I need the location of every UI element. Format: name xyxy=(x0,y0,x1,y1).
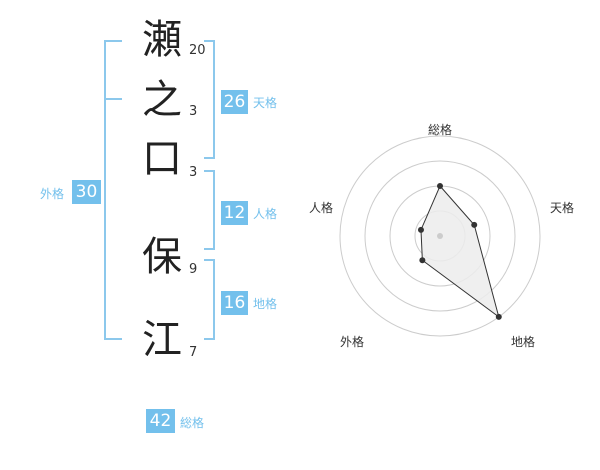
tenkaku-bracket xyxy=(204,40,215,159)
soukaku-label: 総格 xyxy=(180,416,205,430)
radar-ring xyxy=(339,135,541,337)
radar-point-2 xyxy=(471,221,478,228)
radar-axis-label-chikaku: 地格 xyxy=(511,335,536,349)
stroke-count-3: 3 xyxy=(189,165,198,180)
chikaku-bracket xyxy=(204,259,215,340)
radar-point-3 xyxy=(495,313,502,320)
jinkaku-bracket xyxy=(204,170,215,250)
soukaku-score: 42 xyxy=(146,409,175,433)
stroke-count-4: 9 xyxy=(189,262,198,277)
jinkaku-label: 人格 xyxy=(253,207,278,221)
name-char-2: 之 xyxy=(142,77,182,123)
outer-bracket xyxy=(104,40,122,340)
radar-axis-label-gaikaku: 外格 xyxy=(340,335,365,349)
tenkaku-label: 天格 xyxy=(253,96,278,110)
tenkaku-score: 26 xyxy=(221,90,248,114)
radar-point-4 xyxy=(419,257,426,264)
radar-center-point xyxy=(437,233,443,239)
radar-point-1 xyxy=(437,183,443,189)
radar-polygon xyxy=(420,185,500,319)
name-char-3: 口 xyxy=(142,136,182,182)
gaikaku-score: 30 xyxy=(72,180,101,204)
radar-axis-label-jinkaku: 人格 xyxy=(309,201,334,215)
chikaku-score: 16 xyxy=(221,291,248,315)
stroke-count-5: 7 xyxy=(189,345,198,360)
radar-axis-label-soukaku: 総格 xyxy=(428,123,453,137)
radar-ring xyxy=(364,160,516,312)
radar-point-5 xyxy=(417,226,424,233)
outer-bracket-divider xyxy=(105,98,122,100)
jinkaku-score: 12 xyxy=(221,201,248,225)
gaikaku-label: 外格 xyxy=(40,187,65,201)
name-char-4: 保 xyxy=(142,234,182,280)
name-char-1: 瀬 xyxy=(142,17,182,63)
chikaku-label: 地格 xyxy=(253,297,278,311)
stroke-count-2: 3 xyxy=(189,104,198,119)
name-char-5: 江 xyxy=(142,317,182,363)
radar-axis-label-tenkaku: 天格 xyxy=(550,201,575,215)
stroke-count-1: 20 xyxy=(189,43,206,58)
